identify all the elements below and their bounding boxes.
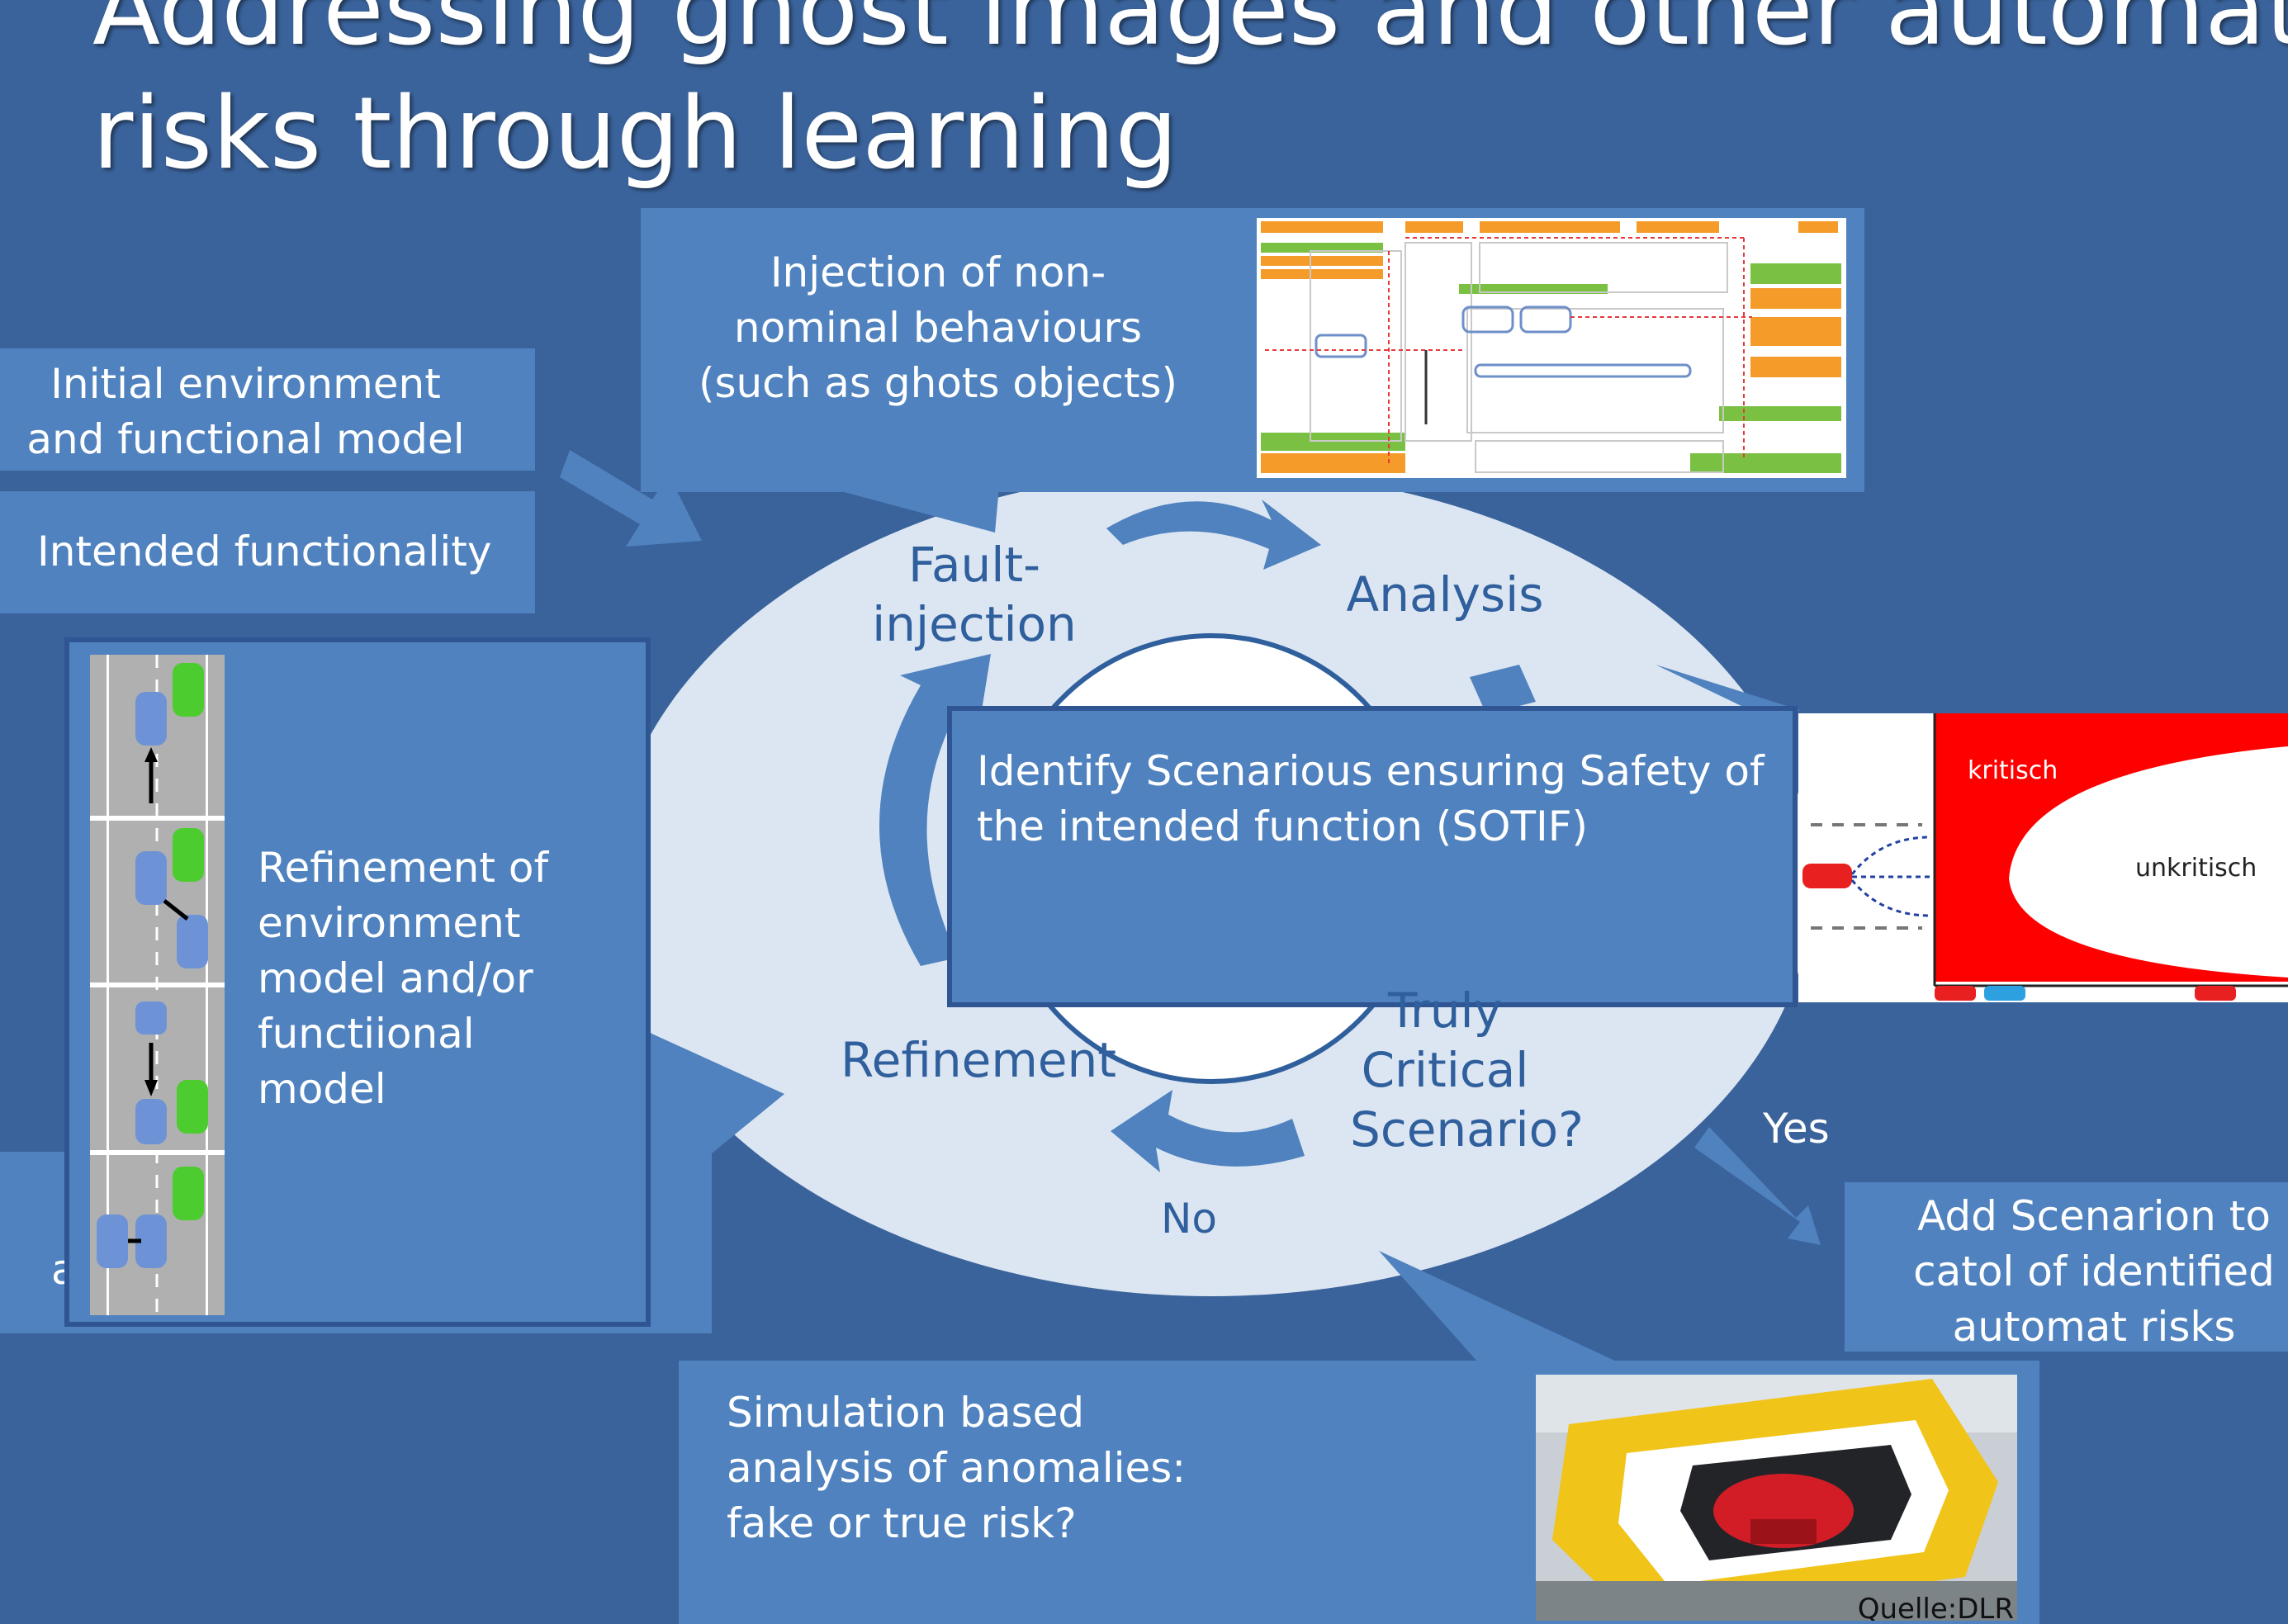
initial-model-box: Initial environment and functional model [0, 348, 535, 471]
cycle-label-analysis: Analysis [1346, 566, 1544, 623]
simulation-callout-label: Simulation based analysis of anomalies: … [727, 1389, 1187, 1547]
title-line-2: risks through learning [92, 77, 1178, 192]
title-line-1: Addressing ghost images and other automa… [92, 0, 2288, 68]
cycle-arrow-bottom [1111, 1090, 1305, 1172]
refinement-callout: Refinement of environment model and/or f… [64, 637, 651, 1327]
slide-title: Addressing ghost images and other automa… [92, 0, 2288, 196]
flowchart-thumbnail [1257, 218, 1846, 478]
yes-arrow [1694, 1127, 1821, 1245]
add-scenario-box: Add Scenarion to catol of identified aut… [1845, 1182, 2288, 1352]
intended-functionality-label: Intended functionality [37, 528, 492, 575]
intended-functionality-box: Intended functionality [0, 491, 535, 613]
lane-change-sequence-image [90, 655, 225, 1315]
cycle-arrow-top [1106, 500, 1321, 570]
cycle-label-fault-injection: Fault-injection [872, 537, 1077, 652]
plot-label-critical: kritisch [1968, 756, 2058, 785]
plot-label-uncritical: unkritisch [2135, 854, 2257, 883]
simulation-pointer [1379, 1251, 1618, 1362]
cycle-label-critical: Truly Critical Scenario? [1305, 981, 1585, 1150]
sotif-callout-label: Identify Scenarious ensuring Safety of t… [977, 747, 1765, 850]
photo-source-caption: Quelle:DLR [1857, 1593, 2014, 1621]
simulation-callout: Simulation based analysis of anomalies: … [679, 1361, 2039, 1624]
add-scenario-label: Add Scenarion to catol of identified aut… [1863, 1189, 2288, 1355]
injection-pointer [826, 487, 999, 533]
cycle-label-refinement: Refinement [840, 1032, 1117, 1088]
entry-arrow [560, 450, 702, 547]
sotif-callout: Identify Scenarious ensuring Safety of t… [947, 706, 1798, 1007]
injection-callout: Injection of non-nominal behaviours (suc… [641, 208, 1864, 492]
add-scenario-text: Add Scenarion to catol of identified aut… [1913, 1192, 2275, 1351]
driving-simulator-photo: Quelle:DLR [1536, 1375, 2017, 1621]
cycle-label-no: No [1161, 1195, 1217, 1243]
cycle-label-yes: Yes [1763, 1105, 1830, 1153]
injection-callout-label: Injection of non-nominal behaviours (suc… [698, 249, 1178, 407]
sotif-pointer [1656, 665, 1800, 718]
refinement-callout-label: Refinement of environment model and/or f… [258, 844, 549, 1113]
cycle-arrow-right [1470, 665, 1536, 714]
critical-region-plot: kritisch unkritisch [1798, 713, 2288, 1002]
cycle-label-critical-text: Truly Critical Scenario? [1350, 982, 1584, 1150]
initial-model-label: Initial environment and functional model [26, 360, 465, 463]
cycle-arrow-left [879, 654, 991, 966]
